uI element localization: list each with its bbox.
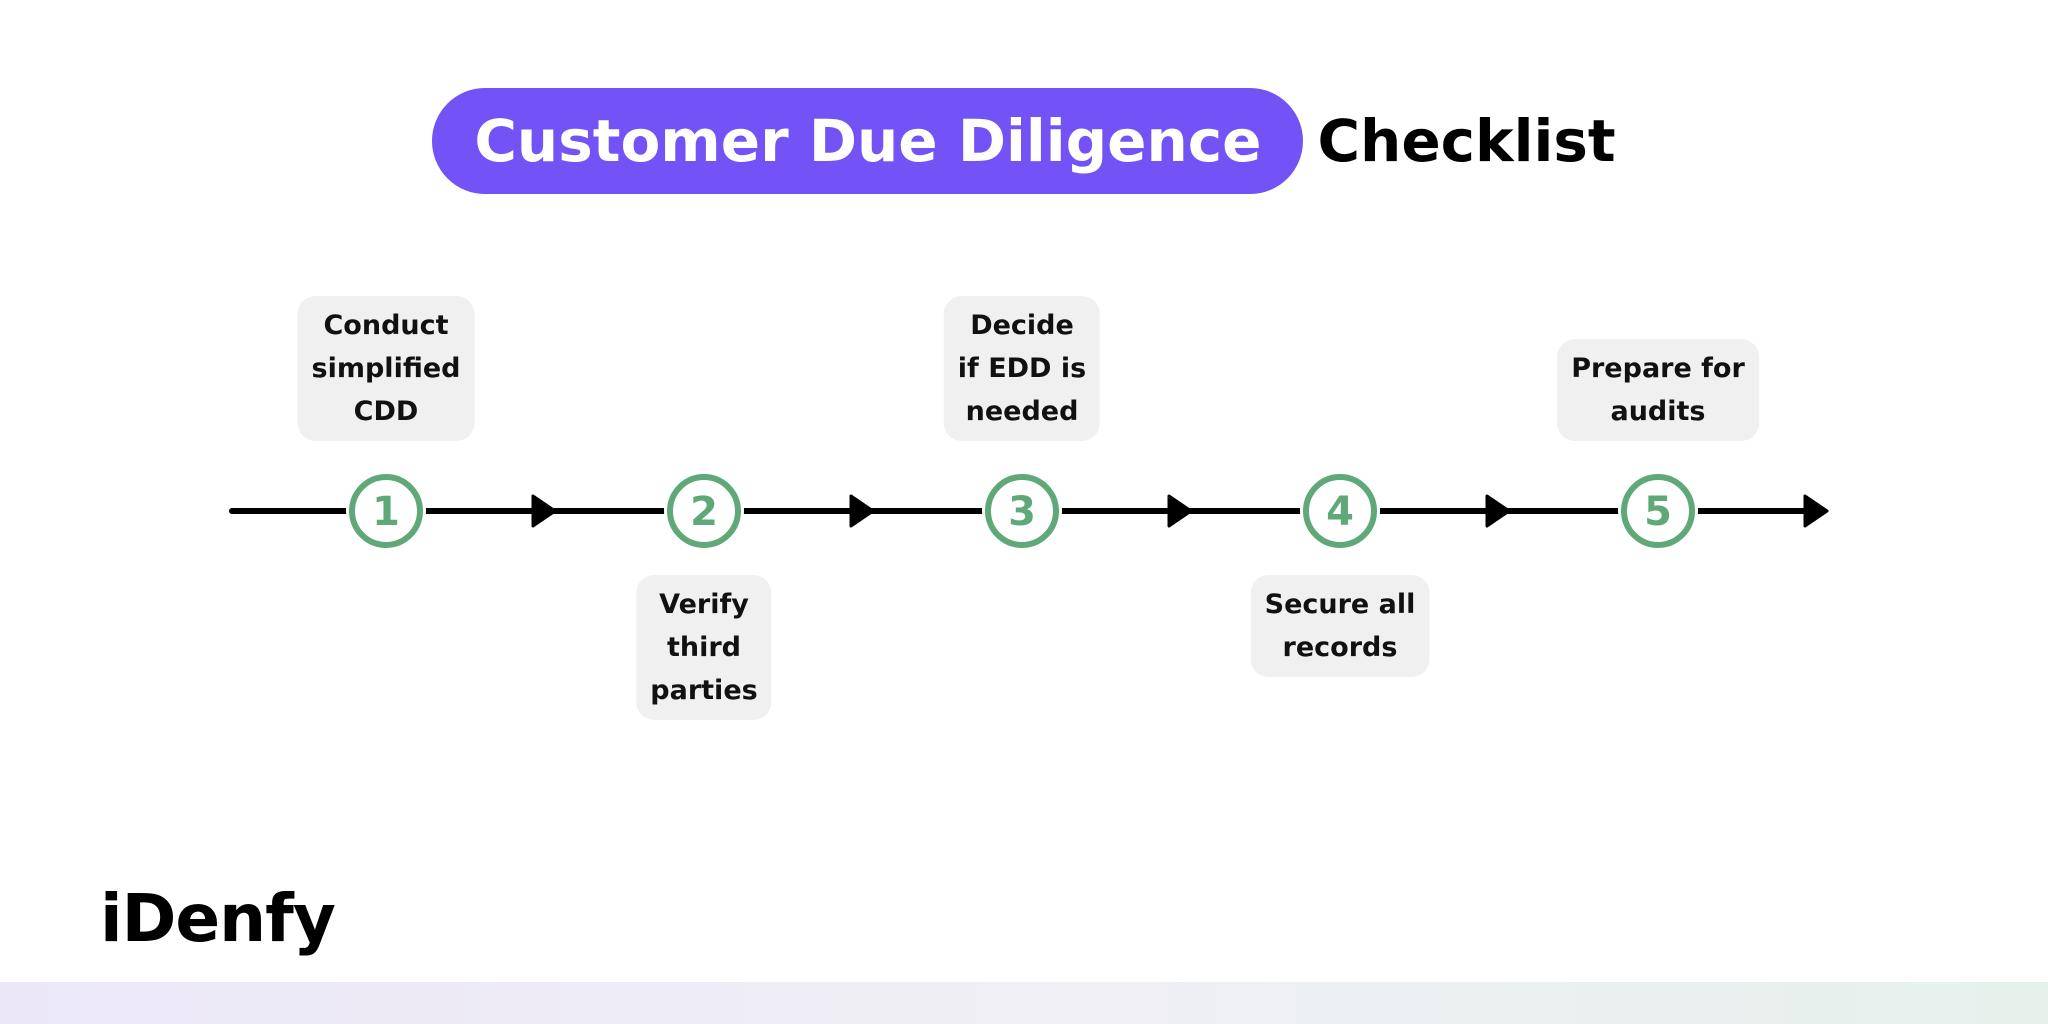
step-number-1: 1 [372,489,400,535]
title-row: Customer Due Diligence Checklist [0,88,2048,194]
idenfy-logo: iDenfy [100,880,336,957]
step-number-2: 2 [690,489,718,535]
arrowhead-2 [849,494,875,528]
arrowhead-3 [1167,494,1193,528]
title-rest: Checklist [1317,107,1616,175]
arrowhead-1 [531,494,557,528]
step-number-5: 5 [1644,489,1672,535]
arrowhead-5 [1803,494,1829,528]
footer-band [0,982,2048,1024]
step-circle-2 [667,474,741,548]
step-label-4: Secure all records [1250,575,1430,677]
title-highlight-pill: Customer Due Diligence [432,88,1304,194]
arrowhead-4 [1485,494,1511,528]
step-number-3: 3 [1008,489,1036,535]
step-label-1: Conduct simplified CDD [297,296,475,441]
step-label-5: Prepare for audits [1557,339,1759,441]
step-label-3: Decide if EDD is needed [943,296,1101,441]
step-label-2: Verify third parties [636,575,772,720]
step-number-4: 4 [1326,489,1354,535]
step-circle-5 [1621,474,1695,548]
step-circle-1 [349,474,423,548]
step-circle-3 [985,474,1059,548]
step-circle-4 [1303,474,1377,548]
